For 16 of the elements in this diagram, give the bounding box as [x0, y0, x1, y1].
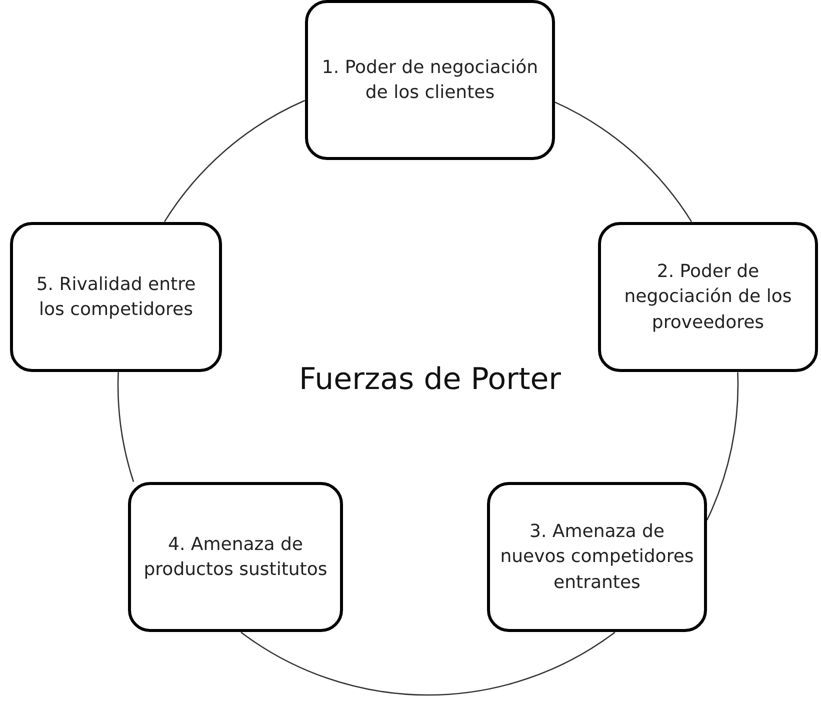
connector-arc	[554, 102, 692, 222]
box-label: 5. Rivalidad entre los competidores	[35, 272, 197, 322]
box-label: 3. Amenaza de nuevos competidores entrantes	[499, 520, 695, 595]
process-box	[10, 222, 222, 372]
process-box	[305, 0, 555, 160]
connector-arc	[706, 372, 738, 520]
box-label: 4. Amenaza de productos sustitutos	[142, 532, 328, 582]
process-box	[487, 482, 707, 632]
connector-arc	[164, 100, 306, 222]
process-box	[598, 222, 818, 372]
diagram-title: Fuerzas de Porter	[298, 362, 562, 397]
box-label: 1. Poder de negociación de los clientes	[320, 56, 540, 105]
box-label: 2. Poder de negociación de los proveedores	[623, 260, 793, 335]
connector-arc	[118, 372, 134, 482]
process-box	[128, 482, 343, 632]
connector-arc	[240, 632, 616, 696]
